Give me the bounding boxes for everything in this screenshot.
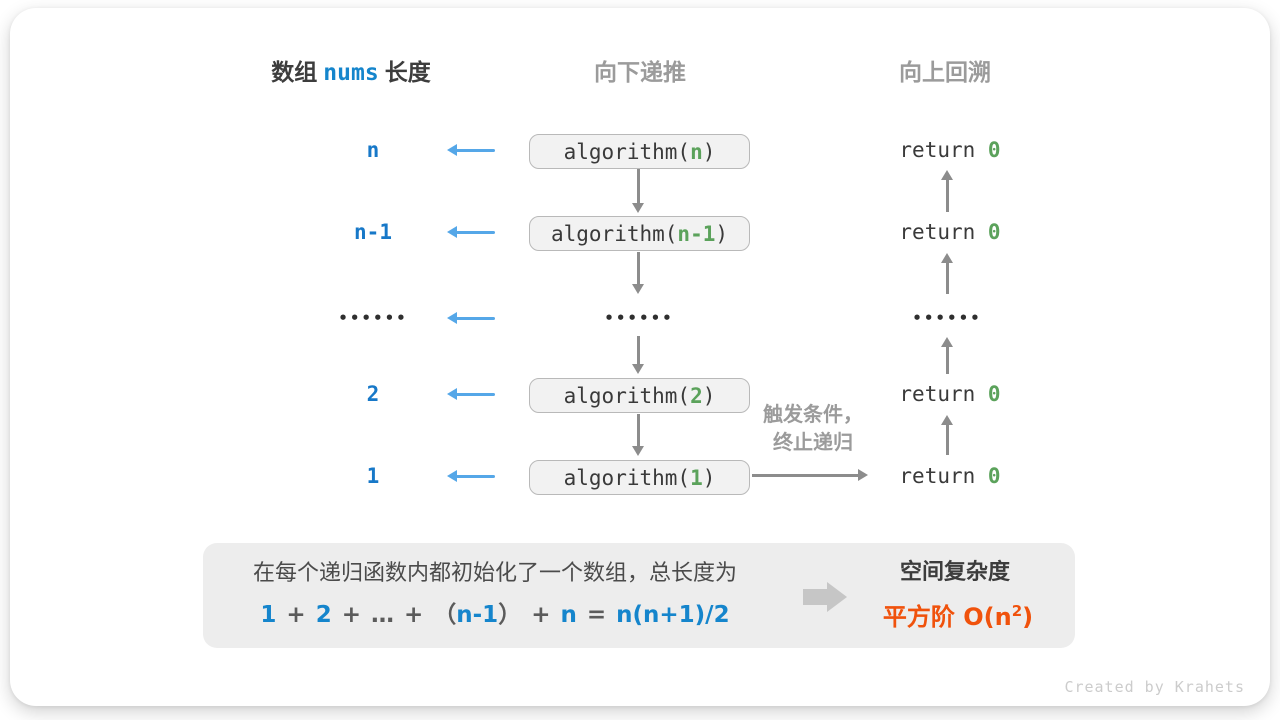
formula-token: = (586, 602, 607, 628)
call-box-n-1: algorithm(n-1) (529, 216, 750, 251)
header-left-suffix: 长度 (384, 60, 431, 86)
formula-token: （ (433, 602, 457, 628)
call-box-2: algorithm(2) (529, 378, 750, 413)
summary-description: 在每个递归函数内都初始化了一个数组，总长度为 (252, 561, 737, 586)
complexity-prefix: 平方阶 O(n (882, 603, 1012, 631)
complexity-suffix: ) (1022, 603, 1034, 631)
formula-token: + (341, 602, 361, 628)
column-header-backtrack-up: 向上回溯 (899, 60, 991, 86)
down-arrow-icon (632, 252, 644, 294)
return-ellipsis: •••••• (912, 309, 982, 327)
return-value: 0 (987, 464, 1001, 488)
formula-token: 2 (315, 602, 332, 628)
blue-left-arrow-icon (447, 144, 495, 156)
call-arg: 1 (690, 465, 703, 490)
call-prefix: algorithm( (563, 383, 691, 408)
formula-token: n (560, 602, 577, 628)
header-nums-code: nums (323, 60, 379, 86)
formula-token: n(n+1)/2 (616, 602, 730, 628)
formula-token: + (286, 602, 306, 628)
size-label-2: 2 (366, 382, 380, 406)
down-arrow-icon (632, 336, 644, 374)
down-arrow-icon (632, 414, 644, 456)
size-label-n-1: n-1 (354, 220, 392, 244)
call-suffix: ) (702, 383, 716, 408)
summary-formula: 1 +2 + … + （n-1） + n = n(n+1)/2 (215, 600, 775, 630)
call-ellipsis: •••••• (604, 309, 674, 327)
formula-token: + (403, 602, 424, 628)
return-statement: return 0 (870, 138, 1030, 162)
up-arrow-icon (941, 415, 953, 455)
up-arrow-icon (941, 253, 953, 294)
blue-left-arrow-icon (447, 470, 495, 482)
summary-panel (203, 543, 1075, 648)
complexity-title: 空间复杂度 (899, 560, 1010, 585)
trigger-note-line1: 触发条件， (763, 402, 863, 426)
terminate-arrow-icon (752, 469, 868, 481)
size-ellipsis: •••••• (338, 309, 408, 327)
return-value: 0 (987, 220, 1001, 244)
call-arg: n (690, 139, 703, 164)
call-prefix: algorithm( (563, 139, 691, 164)
call-suffix: ) (702, 139, 716, 164)
formula-token: 1 (260, 602, 277, 628)
formula-token: n-1 (456, 602, 499, 628)
header-left-prefix: 数组 (271, 60, 318, 86)
call-arg: 2 (690, 383, 703, 408)
call-box-1: algorithm(1) (529, 460, 750, 495)
formula-token: ） (498, 602, 522, 628)
return-keyword: return (899, 464, 976, 488)
call-arg: n-1 (677, 221, 716, 246)
return-statement: return 0 (870, 220, 1030, 244)
call-box-n: algorithm(n) (529, 134, 750, 169)
block-right-arrow-icon (803, 582, 847, 612)
trigger-note-line2: 终止递归 (773, 430, 853, 454)
return-value: 0 (987, 138, 1001, 162)
call-prefix: algorithm( (550, 221, 678, 246)
up-arrow-icon (941, 337, 953, 374)
return-value: 0 (987, 382, 1001, 406)
size-label-n: n (366, 138, 380, 162)
blue-left-arrow-icon (447, 388, 495, 400)
return-statement: return 0 (870, 382, 1030, 406)
down-arrow-icon (632, 169, 644, 213)
up-arrow-icon (941, 170, 953, 212)
return-keyword: return (899, 220, 976, 244)
blue-left-arrow-icon (447, 226, 495, 238)
formula-token: + (531, 602, 551, 628)
formula-token: … (370, 602, 394, 628)
call-suffix: ) (715, 221, 729, 246)
size-label-1: 1 (366, 464, 380, 488)
call-suffix: ) (702, 465, 716, 490)
blue-left-arrow-icon (447, 312, 495, 324)
complexity-exponent: 2 (1011, 602, 1023, 620)
credit-text: Created by Krahets (1064, 678, 1245, 696)
column-header-recurse-down: 向下递推 (594, 60, 686, 86)
complexity-value: 平方阶 O(n2) (843, 596, 1073, 632)
return-keyword: return (899, 138, 976, 162)
return-statement: return 0 (870, 464, 1030, 488)
call-prefix: algorithm( (563, 465, 691, 490)
return-keyword: return (899, 382, 976, 406)
